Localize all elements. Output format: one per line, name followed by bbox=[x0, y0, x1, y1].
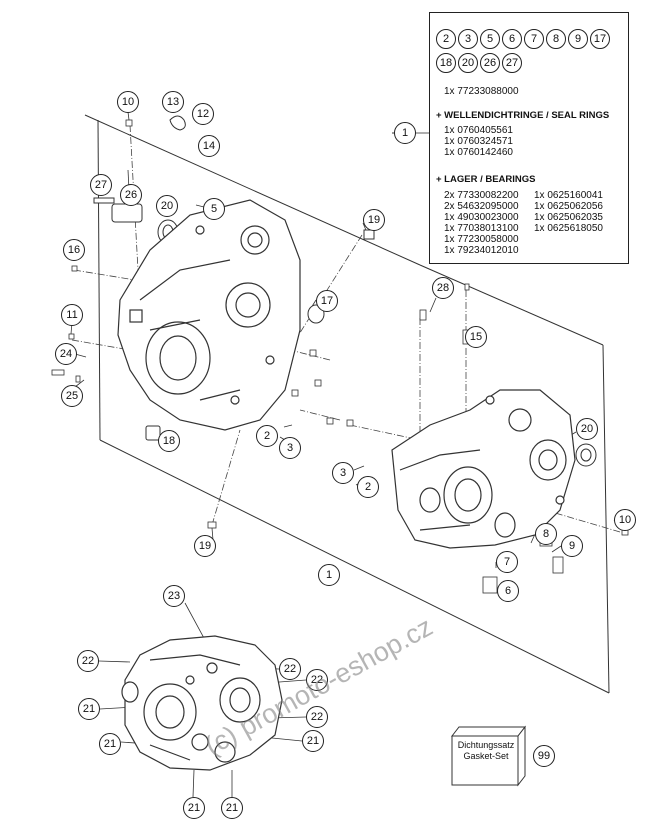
included-parts-row-2: 18 20 26 27 bbox=[436, 53, 522, 73]
callout-28: 28 bbox=[432, 277, 454, 299]
callout-8: 8 bbox=[535, 523, 557, 545]
callout-20-left: 20 bbox=[156, 195, 178, 217]
part-badge: 7 bbox=[524, 29, 544, 49]
part-badge: 17 bbox=[590, 29, 610, 49]
callout-25: 25 bbox=[61, 385, 83, 407]
callout-19-bottom: 19 bbox=[194, 535, 216, 557]
callout-26: 26 bbox=[120, 184, 142, 206]
gasket-label-de: Dichtungssatz bbox=[457, 740, 515, 750]
bearings-list-left: 2x 77330082200 2x 54632095000 1x 4903002… bbox=[444, 190, 519, 256]
included-parts-row-1: 2 3 5 6 7 8 9 17 bbox=[436, 29, 610, 49]
bearing-item: 2x 54632095000 bbox=[444, 201, 519, 212]
gasket-set-label: Dichtungssatz Gasket-Set bbox=[449, 724, 523, 784]
bearing-item: 1x 77038013100 bbox=[444, 223, 519, 234]
kit-part-number: 1x 77233088000 bbox=[444, 86, 519, 97]
callout-10: 10 bbox=[117, 91, 139, 113]
callout-1-bottom: 1 bbox=[318, 564, 340, 586]
callout-21-e: 21 bbox=[221, 797, 243, 819]
callout-17: 17 bbox=[316, 290, 338, 312]
callout-5: 5 bbox=[203, 198, 225, 220]
callout-22-a: 22 bbox=[77, 650, 99, 672]
part-badge: 18 bbox=[436, 53, 456, 73]
callout-99: 99 bbox=[533, 745, 555, 767]
parts-info-box: 2 3 5 6 7 8 9 17 18 20 26 27 1x 77233088… bbox=[429, 12, 629, 264]
callout-21-a: 21 bbox=[78, 698, 100, 720]
seal-ring-item: 1x 0760142460 bbox=[444, 147, 513, 158]
callout-27: 27 bbox=[90, 174, 112, 196]
part-badge: 2 bbox=[436, 29, 456, 49]
seal-rings-list: 1x 0760405561 1x 0760324571 1x 076014246… bbox=[444, 125, 513, 158]
callout-16: 16 bbox=[63, 239, 85, 261]
callout-14: 14 bbox=[198, 135, 220, 157]
part-badge: 3 bbox=[458, 29, 478, 49]
seal-rings-heading: + WELLENDICHTRINGE / SEAL RINGS bbox=[436, 110, 610, 121]
callout-9: 9 bbox=[561, 535, 583, 557]
bearings-heading: + LAGER / BEARINGS bbox=[436, 174, 536, 185]
callout-7: 7 bbox=[496, 551, 518, 573]
callout-10-right: 10 bbox=[614, 509, 636, 531]
callout-6: 6 bbox=[497, 580, 519, 602]
seal-ring-item: 1x 0760324571 bbox=[444, 136, 513, 147]
bearing-item: 1x 0625062035 bbox=[534, 212, 603, 223]
bearing-item: 1x 79234012010 bbox=[444, 245, 519, 256]
callout-22-c: 22 bbox=[306, 669, 328, 691]
callout-3-a: 3 bbox=[279, 437, 301, 459]
left-crankcase-half bbox=[117, 199, 301, 431]
callout-21-d: 21 bbox=[183, 797, 205, 819]
gasket-label-en: Gasket-Set bbox=[463, 751, 509, 761]
callout-18: 18 bbox=[158, 430, 180, 452]
bearing-item: 1x 0625062056 bbox=[534, 201, 603, 212]
callout-21-b: 21 bbox=[99, 733, 121, 755]
bearings-list-right: 1x 0625160041 1x 0625062056 1x 062506203… bbox=[534, 190, 603, 234]
callout-2-a: 2 bbox=[256, 425, 278, 447]
bearing-item: 1x 0625618050 bbox=[534, 223, 603, 234]
callout-22-b: 22 bbox=[279, 658, 301, 680]
right-crankcase-half bbox=[391, 389, 576, 549]
part-badge: 9 bbox=[568, 29, 588, 49]
callout-22-d: 22 bbox=[306, 706, 328, 728]
bearing-item: 1x 0625160041 bbox=[534, 190, 603, 201]
bearing-item: 2x 77330082200 bbox=[444, 190, 519, 201]
callout-2-b: 2 bbox=[357, 476, 379, 498]
callout-11: 11 bbox=[61, 304, 83, 326]
callout-13: 13 bbox=[162, 91, 184, 113]
part-badge: 26 bbox=[480, 53, 500, 73]
part-badge: 8 bbox=[546, 29, 566, 49]
part-badge: 6 bbox=[502, 29, 522, 49]
callout-20-right: 20 bbox=[576, 418, 598, 440]
seal-ring-item: 1x 0760405561 bbox=[444, 125, 513, 136]
callout-3-b: 3 bbox=[332, 462, 354, 484]
bearing-item: 1x 77230058000 bbox=[444, 234, 519, 245]
part-badge: 27 bbox=[502, 53, 522, 73]
gasket-set-box bbox=[450, 725, 527, 787]
callout-19-top: 19 bbox=[363, 209, 385, 231]
assembled-crankcase bbox=[121, 635, 283, 771]
part-badge: 20 bbox=[458, 53, 478, 73]
bearing-item: 1x 49030023000 bbox=[444, 212, 519, 223]
callout-15: 15 bbox=[465, 326, 487, 348]
callout-21-c: 21 bbox=[302, 730, 324, 752]
callout-12: 12 bbox=[192, 103, 214, 125]
part-badge: 5 bbox=[480, 29, 500, 49]
callout-23: 23 bbox=[163, 585, 185, 607]
callout-1-box: 1 bbox=[394, 122, 416, 144]
callout-24: 24 bbox=[55, 343, 77, 365]
